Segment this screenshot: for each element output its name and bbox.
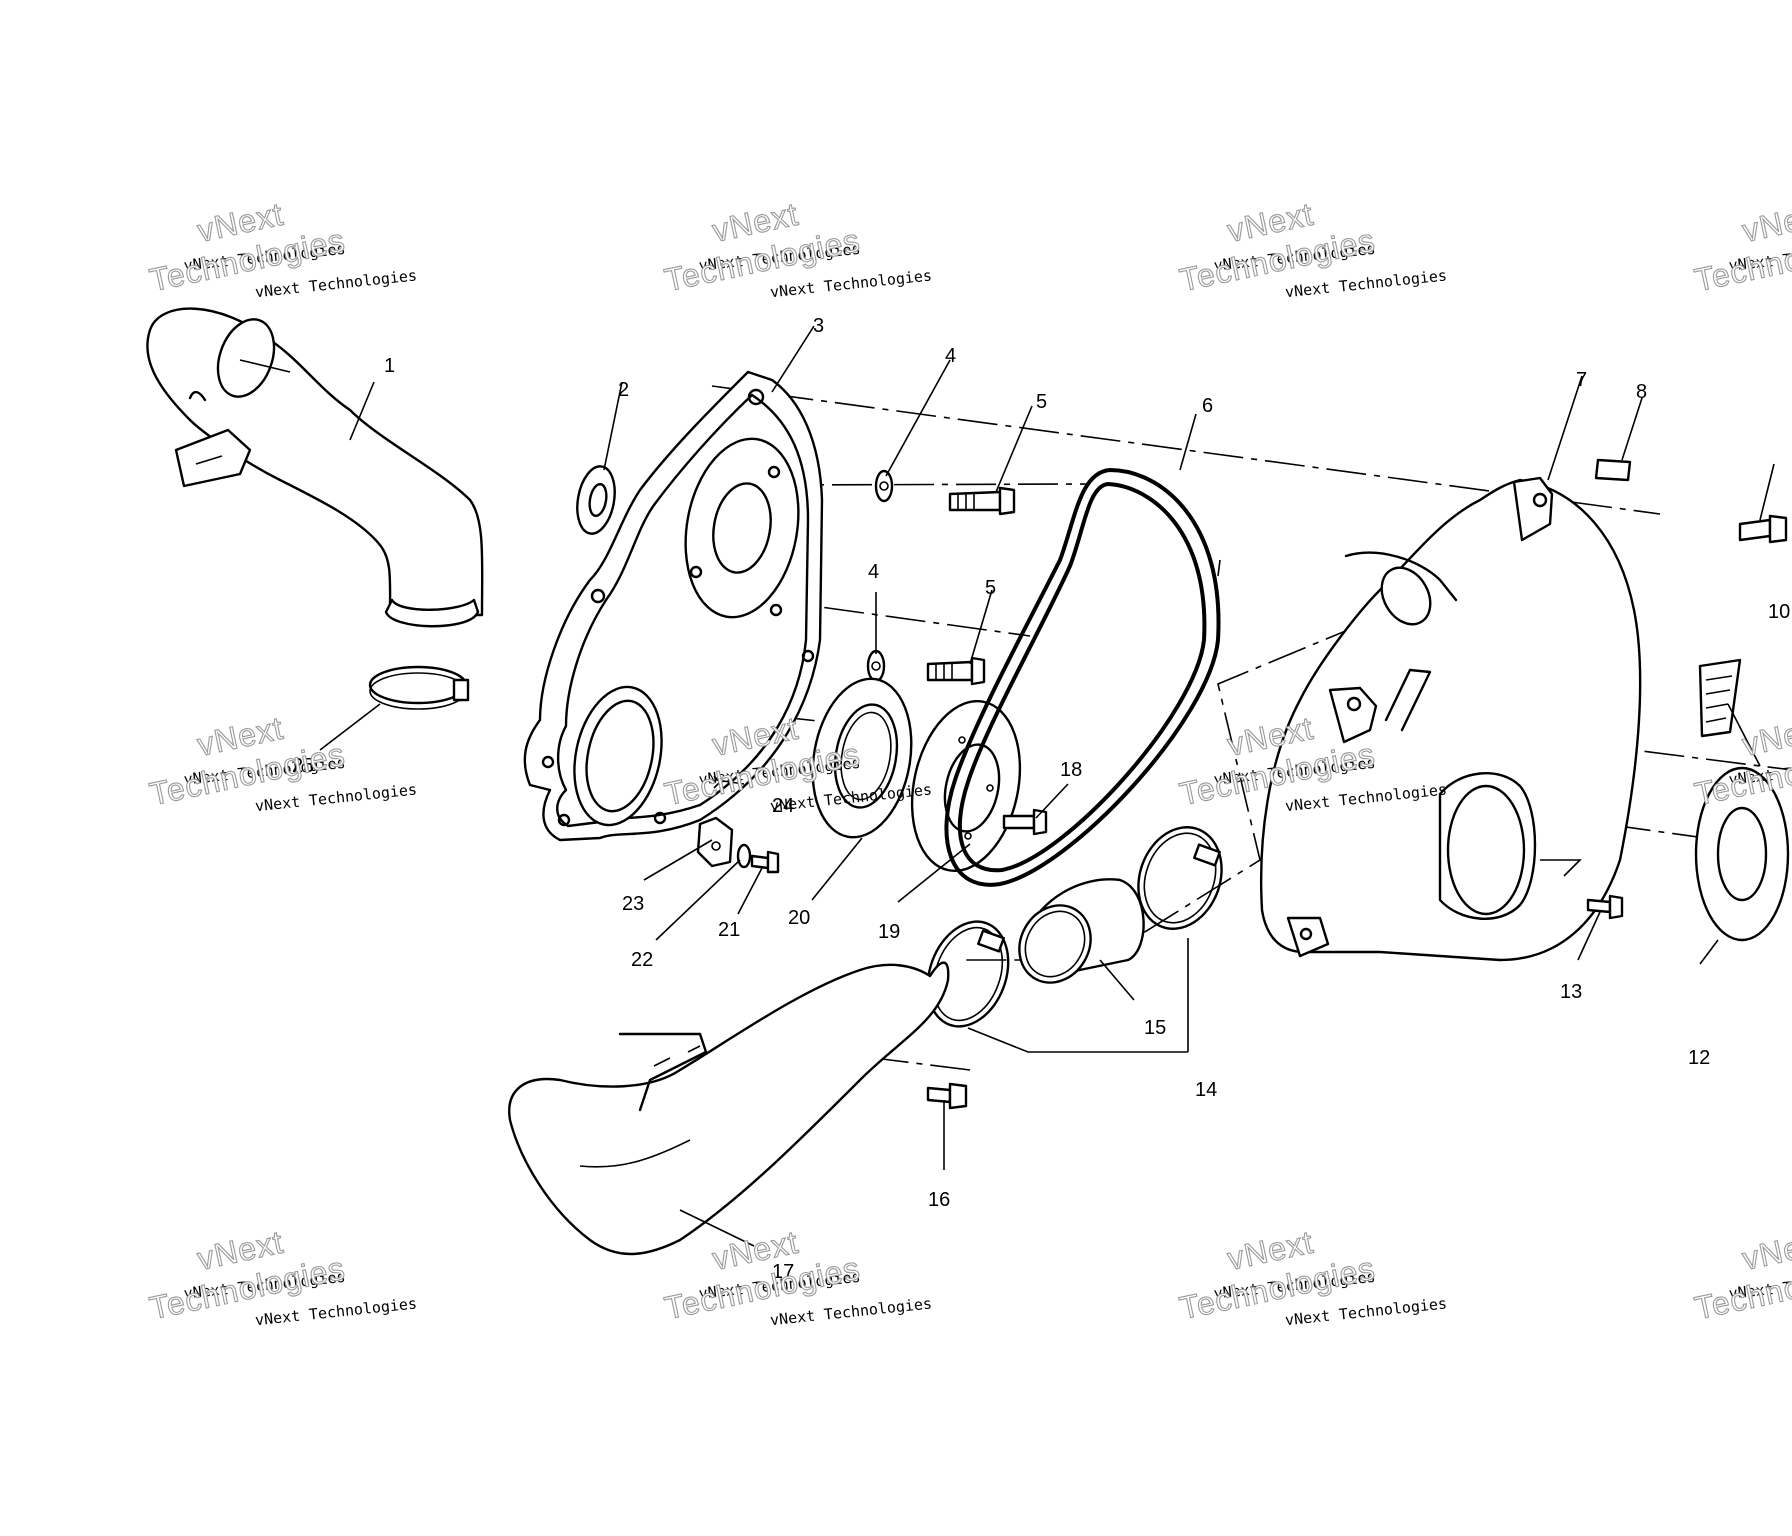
callout-17: 17 — [772, 1261, 794, 1283]
part-6-drive-belt — [944, 467, 1221, 887]
callout-16: 16 — [928, 1189, 950, 1211]
part-21-bolt — [750, 850, 780, 874]
callout-8: 8 — [1636, 381, 1647, 403]
part-16-bolt — [926, 1082, 968, 1110]
callout-13: 13 — [1560, 981, 1582, 1003]
callout-4-upper: 4 — [945, 345, 956, 367]
svg-text:vNext: vNext — [1739, 1224, 1792, 1277]
callout-25: 25 — [292, 755, 314, 777]
part-25-hose-clamp — [368, 665, 470, 710]
part-10-decal — [1698, 658, 1742, 738]
part-14-hose-clamp-right — [1137, 826, 1223, 930]
watermark-tile: vNext vNext Technologies Technologies vN… — [661, 1223, 933, 1329]
part-7-outer-cover — [1259, 476, 1642, 962]
part-4-washer-lower — [866, 649, 886, 683]
callout-23: 23 — [622, 893, 644, 915]
part-22-washer — [736, 843, 752, 869]
callout-22: 22 — [631, 949, 653, 971]
watermark-tile: vNext vNext Technologies Technologies vN… — [661, 195, 933, 301]
callout-2: 2 — [618, 379, 629, 401]
watermark-tile: vNext vNext Technologies Technologies vN… — [146, 1223, 418, 1329]
callout-10: 10 — [1768, 601, 1790, 623]
part-15-hose-sleeve — [1018, 878, 1145, 984]
callout-5-lower: 5 — [985, 577, 996, 599]
callout-numbers: 1 2 3 4 4 5 5 6 7 8 10 12 13 14 15 16 17… — [292, 315, 1790, 1283]
watermark-tile: vNext vNext Technologies Technologies — [1691, 1223, 1792, 1327]
watermark-tile: vNext vNext Technologies Technologies vN… — [1176, 1223, 1448, 1329]
part-3-inner-cover-plate — [523, 370, 824, 842]
part-5-bolt-upper — [948, 486, 1016, 516]
part-1-intake-tube — [146, 307, 484, 628]
callout-4-lower: 4 — [868, 561, 879, 583]
callout-3: 3 — [813, 315, 824, 337]
callout-6: 6 — [1202, 395, 1213, 417]
svg-text:vNext: vNext — [194, 710, 286, 763]
callout-19: 19 — [878, 921, 900, 943]
callout-5-upper: 5 — [1036, 391, 1047, 413]
callout-21: 21 — [718, 919, 740, 941]
part-17-intake-duct — [508, 961, 950, 1256]
part-14-hose-clamp-left — [926, 920, 1010, 1028]
part-24-clip — [713, 775, 722, 789]
watermark-tile: vNext vNext Technologies Technologies vN… — [146, 709, 418, 815]
watermark-tile: vNext vNext Technologies Technologies vN… — [1176, 195, 1448, 301]
part-4-washer-upper — [874, 469, 894, 503]
bolt-right-edge — [1738, 514, 1788, 544]
callout-14: 14 — [1195, 1079, 1217, 1101]
leader-lines — [319, 325, 1775, 1247]
callout-1: 1 — [384, 355, 395, 377]
part-20-seal — [811, 677, 913, 839]
part-23-bracket — [696, 816, 734, 868]
part-2-washer — [576, 465, 616, 535]
part-8-label — [1594, 458, 1632, 482]
watermark-tile: vNext vNext Technologies Technologies vN… — [146, 195, 418, 301]
part-13-screw — [1586, 894, 1624, 920]
watermark-tile: vNext vNext Technologies Technologies — [1691, 195, 1792, 299]
part-12-gasket-ring — [1694, 766, 1790, 942]
callout-15: 15 — [1144, 1017, 1166, 1039]
svg-text:vNext: vNext — [1739, 196, 1792, 249]
callout-18: 18 — [1060, 759, 1082, 781]
callout-12: 12 — [1688, 1047, 1710, 1069]
callout-24: 24 — [772, 795, 794, 817]
callout-20: 20 — [788, 907, 810, 929]
svg-text:vNext: vNext — [1739, 710, 1792, 763]
part-5-bolt-lower — [926, 656, 986, 686]
callout-7: 7 — [1576, 369, 1587, 391]
